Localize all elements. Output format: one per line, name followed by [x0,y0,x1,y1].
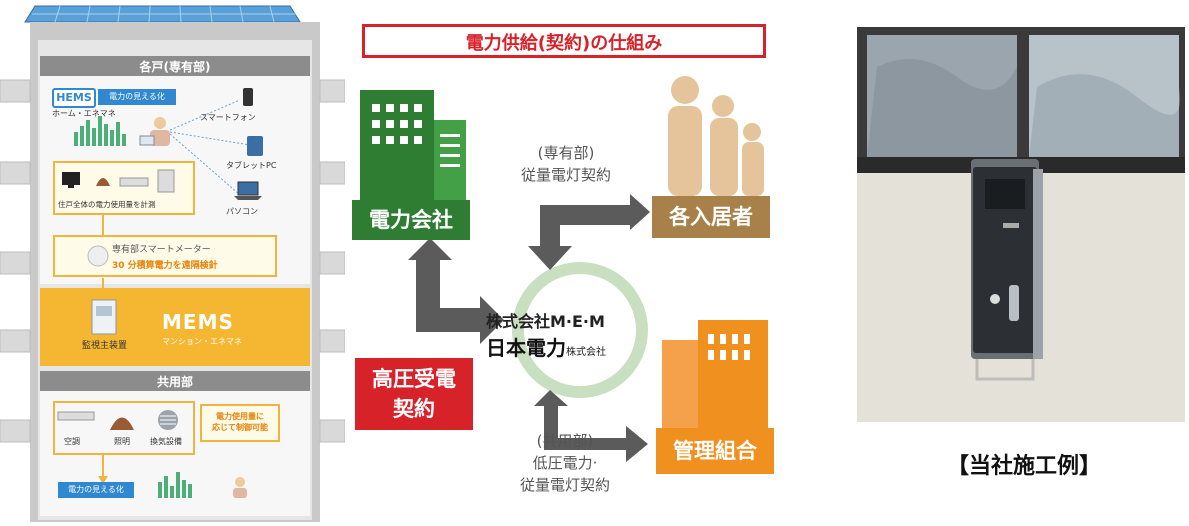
family-silhouette-icon [668,76,764,196]
management-building-icon [662,320,768,440]
common-contract-text: (共用部) 低圧電力· 従量電灯契約 [500,430,630,496]
common-contract-line1: (共用部) [536,432,594,450]
common-contract-line2: 低圧電力· [532,454,598,472]
center-company-main: 日本電力 [486,336,566,360]
section-common-label: 共用部 [156,375,193,389]
measure-caption: 住戸全体の電力使用量を計測 [58,200,156,209]
private-contract-line2: 従量電灯契約 [520,166,611,184]
diagram-graphics [360,76,768,462]
center-ring [512,262,648,398]
control-note-box: 電力使用量に 応じて制御可能 [200,404,280,442]
hv-contract-line1: 高圧受電 [372,367,456,391]
private-contract-line1: (専有部) [537,144,595,162]
device-pc-label: パソコン [226,207,258,216]
management-label: 管理組合 [656,428,774,474]
common-item-ventilation: 換気設備 [150,437,182,446]
hv-contract-box: 高圧受電 契約 [355,358,473,430]
arrow-center-to-power-company [408,238,504,344]
meter-title: 専有部スマートメーター [112,245,211,255]
visual-label: 電力の見える化 [58,482,134,498]
private-contract-text: (専有部) 従量電灯契約 [496,142,636,186]
photo-caption: 【当社施工例】 [946,454,1101,479]
power-company-building-icon [360,90,466,200]
installation-photo [857,27,1185,422]
center-company-line1: 株式会社M·E·M [486,312,605,331]
section-private-label: 各戸(専有部) [139,60,211,74]
residents-label: 各入居者 [652,196,770,238]
arrow-center-to-residents [528,194,650,270]
diagram-title: 電力供給(契約)の仕組み [362,24,766,58]
hems-subtitle: ホーム・エネマネ [52,109,116,118]
device-smartphone-label: スマートフォン [200,113,256,122]
center-company-suffix: 株式会社 [566,347,606,358]
mems-subtitle: マンション・エネマネ [162,337,242,346]
mems-logo: MEMS [162,310,234,334]
device-tablet-label: タブレットPC [226,161,277,170]
photo-illustration [857,27,1185,422]
common-item-aircon: 空調 [64,437,80,446]
arrow-center-to-management [534,390,648,462]
building-illustration: 各戸(専有部) HEMS 電力の見える化 ホーム・エネマネ スマートフォン タブ… [0,0,346,522]
hems-logo: HEMS [52,88,96,108]
common-contract-line3: 従量電灯契約 [519,476,610,494]
monitor-label: 監視主装置 [82,341,128,351]
common-item-lighting: 照明 [114,437,130,446]
hems-badge: 電力の見える化 [98,89,176,105]
hv-contract-line2: 契約 [393,397,435,421]
center-company-name: 株式会社M·E·M 日本電力株式会社 [486,308,656,361]
power-company-label: 電力会社 [352,200,470,240]
control-note-line1: 電力使用量に [216,412,264,421]
meter-detail: 30 分積算電力を遠隔検針 [112,261,218,271]
control-note-line2: 応じて制御可能 [212,423,268,432]
